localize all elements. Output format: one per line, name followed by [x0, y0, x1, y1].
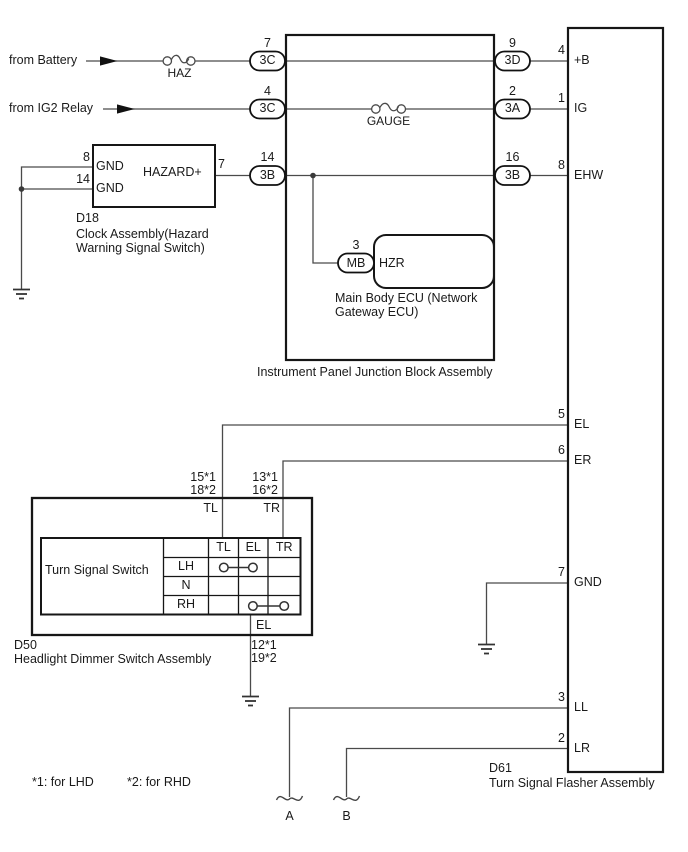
- flasher-pin-label: IG: [574, 101, 588, 115]
- dimmer-name: Headlight Dimmer Switch Assembly: [14, 652, 212, 666]
- ecu-connector-pin: 3: [352, 237, 360, 252]
- connector-code: 3B: [504, 167, 521, 182]
- ecu-name-line2: Gateway ECU): [335, 305, 419, 319]
- switch-contact-lh: [218, 562, 258, 573]
- clock-pin-7: 7: [218, 157, 225, 171]
- flasher-pin-label: LL: [574, 700, 588, 714]
- switch-col-header: TR: [275, 540, 293, 554]
- connector-code: 3A: [504, 101, 521, 115]
- flasher-pin-num: 5: [558, 407, 565, 421]
- dimmer-el-ref1: 12*1: [251, 637, 277, 652]
- wire-lines: [20, 60, 568, 797]
- connector-code: 3C: [259, 53, 276, 67]
- dimmer-tr-ref2: 16*2: [252, 482, 278, 497]
- clock-name-line1: Clock Assembly(Hazard: [76, 227, 209, 241]
- flasher-pin-num: 6: [558, 443, 565, 457]
- flasher-id: D61: [489, 761, 512, 775]
- flasher-pin-label: LR: [574, 740, 590, 755]
- break-icon-b: [332, 795, 361, 801]
- clock-gnd1-label: GND: [96, 159, 124, 173]
- clock-pin-14: 14: [76, 172, 90, 186]
- ecu-connector-code: MB: [346, 255, 366, 270]
- source-battery-label: from Battery: [9, 52, 78, 67]
- connector-pin: 14: [260, 150, 275, 164]
- switch-title: Turn Signal Switch: [45, 563, 149, 577]
- connector-ovals: [249, 50, 531, 274]
- clock-gnd2-label: GND: [96, 181, 124, 195]
- dimmer-box: [30, 496, 314, 637]
- connector-pin: 9: [509, 35, 516, 50]
- switch-col-header: TL: [216, 540, 231, 554]
- junction-block-label: Instrument Panel Junction Block Assembly: [257, 364, 493, 379]
- junction-dot-ehw: [310, 172, 316, 179]
- dimmer-id: D50: [14, 638, 37, 652]
- switch-table-grid: [40, 537, 302, 616]
- fuse-icon-gauge: [370, 102, 407, 114]
- clock-box: [92, 144, 216, 208]
- switch-contact-rh: [247, 600, 290, 612]
- flasher-box: [566, 26, 665, 774]
- flasher-pin-label: GND: [574, 575, 602, 589]
- switch-col-header: EL: [245, 540, 261, 554]
- flasher-pin-num: 7: [558, 565, 565, 579]
- connector-pin: 4: [264, 83, 271, 98]
- bottom-connector-a: A: [285, 809, 294, 823]
- flasher-pin-num: 1: [558, 91, 565, 105]
- flasher-pin-num: 8: [558, 157, 565, 172]
- dimmer-tr-ref1: 13*1: [252, 469, 278, 484]
- dimmer-tl-ref2: 18*2: [190, 482, 216, 497]
- flasher-pin-label: EL: [574, 417, 590, 431]
- fuse-haz-label: HAZ: [167, 65, 192, 80]
- note-rhd: *2: for RHD: [127, 775, 191, 789]
- flasher-pin-num: 3: [558, 690, 565, 704]
- ground-icon-switch: [242, 695, 259, 707]
- switch-row-label: RH: [176, 597, 196, 611]
- clock-id: D18: [76, 211, 99, 225]
- flasher-pin-label: ER: [574, 453, 592, 467]
- connector-pin: 16: [505, 150, 520, 164]
- flasher-name: Turn Signal Flasher Assembly: [489, 776, 655, 790]
- clock-hazard-label: HAZARD+: [143, 165, 202, 179]
- junction-block-box: [284, 33, 496, 362]
- flasher-pin-num: 4: [558, 43, 565, 57]
- break-icon-a: [275, 795, 304, 801]
- flasher-pin-label: +B: [574, 53, 590, 67]
- dimmer-tl-ref1: 15*1: [190, 469, 216, 484]
- clock-pin-8: 8: [83, 150, 90, 164]
- connector-code: 3B: [259, 167, 276, 182]
- ecu-signal-label: HZR: [379, 255, 405, 270]
- ecu-name-line1: Main Body ECU (Network: [335, 291, 478, 305]
- arrow-icon-ig2: [117, 104, 135, 114]
- dimmer-tr-terminal: TR: [263, 501, 280, 515]
- source-ig2-label: from IG2 Relay: [9, 100, 94, 115]
- connector-pin: 2: [509, 83, 516, 98]
- ground-icon-clock: [13, 288, 30, 300]
- connector-pin: 7: [264, 35, 271, 50]
- connector-code: 3D: [504, 53, 521, 67]
- fuse-gauge-label: GAUGE: [366, 114, 411, 128]
- fuse-icon-haz: [162, 54, 196, 66]
- connector-code: 3C: [259, 101, 276, 115]
- flasher-pin-label: EHW: [574, 167, 604, 182]
- dimmer-el-ref2: 19*2: [251, 650, 277, 665]
- dimmer-tl-terminal: TL: [203, 501, 218, 515]
- dimmer-el-terminal: EL: [256, 617, 272, 632]
- arrow-icon-battery: [100, 56, 118, 66]
- clock-name-line2: Warning Signal Switch): [76, 241, 205, 255]
- bottom-connector-b: B: [342, 809, 351, 823]
- ground-icon-flasher: [478, 643, 495, 655]
- switch-row-label: LH: [178, 559, 194, 573]
- flasher-pin-num: 2: [558, 730, 565, 745]
- note-lhd: *1: for LHD: [32, 775, 94, 789]
- junction-dot-gnd: [18, 186, 25, 192]
- switch-row-label: N: [181, 578, 191, 592]
